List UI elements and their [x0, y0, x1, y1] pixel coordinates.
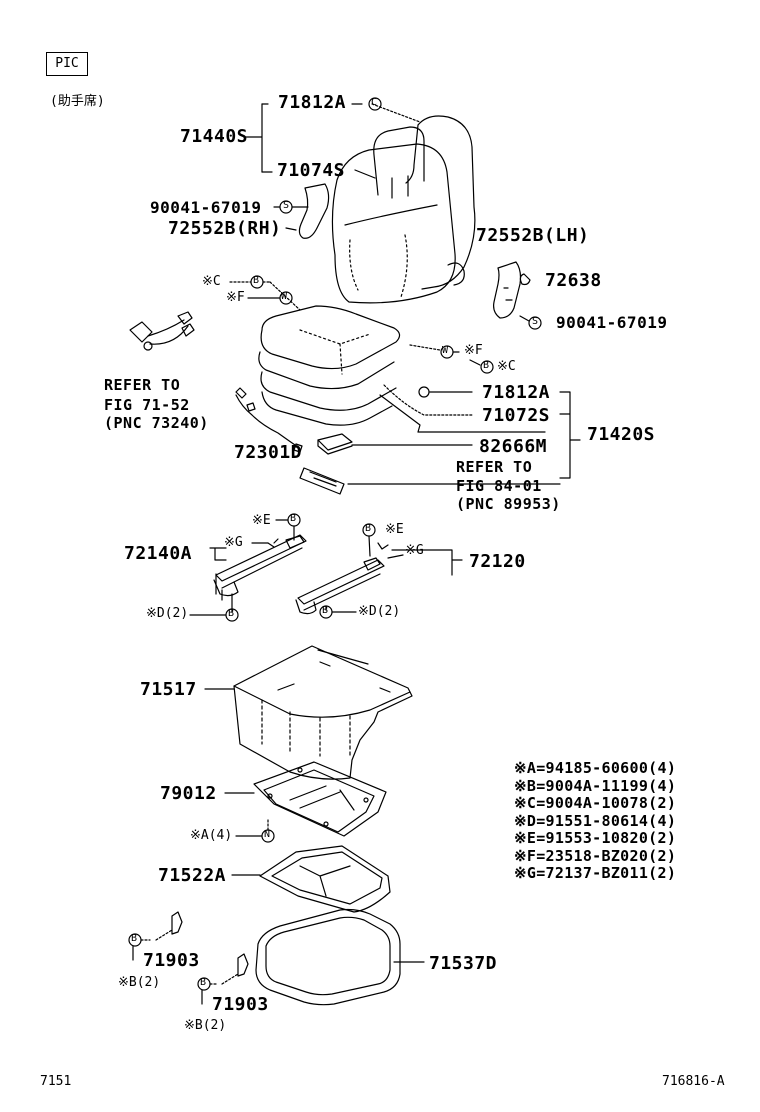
seat-side-note: (助手席) [50, 94, 105, 109]
callout-right-B: B [483, 360, 490, 371]
legend-item-F: ※F=23518-BZ020(2) [514, 846, 677, 865]
callout-right-F: ※F [464, 343, 483, 358]
part-label-71537D[interactable]: 71537D [429, 953, 498, 974]
part-label-71440S[interactable]: 71440S [180, 126, 249, 147]
part-label-71517[interactable]: 71517 [140, 679, 197, 700]
callout-top-C: ※C [202, 274, 221, 289]
callout-circle-C: C [371, 97, 378, 108]
part-label-72301D[interactable]: 72301D [234, 442, 303, 463]
part-label-71903-a[interactable]: 71903 [143, 950, 200, 971]
callout-right-W: W [442, 345, 449, 356]
legend-item-A: ※A=94185-60600(4) [514, 759, 677, 777]
callout-clip1-note: ※B(2) [118, 975, 161, 990]
legend-item-B: ※B=9004A-11199(4) [514, 776, 677, 795]
pic-badge: PIC [46, 52, 88, 76]
part-label-90041-left[interactable]: 90041-67019 [150, 198, 262, 217]
bracket-plate-drawing [253, 761, 387, 837]
legend-item-D: ※D=91551-80614(4) [514, 811, 677, 830]
callout-rail-right-D: ※D(2) [358, 604, 401, 619]
callout-rail-right-B-bottom: B [322, 605, 329, 616]
part-label-71420S[interactable]: 71420S [587, 424, 656, 445]
cushion-pad-drawing [233, 645, 413, 780]
refer-left-line-2[interactable]: FIG 71-52 [104, 396, 190, 414]
part-label-71812A-mid[interactable]: 71812A [482, 382, 551, 403]
seat-cushion-drawing [258, 305, 401, 426]
part-label-72552B-LH[interactable]: 72552B(LH) [476, 225, 590, 246]
part-label-72140A[interactable]: 72140A [124, 543, 193, 564]
seat-plate-drawing [259, 845, 391, 913]
callout-circle-S-right: S [532, 316, 539, 327]
callout-rail-right-E: ※E [385, 522, 404, 537]
callout-circle-S-left: S [283, 200, 290, 211]
part-label-71074S[interactable]: 71074S [277, 160, 346, 181]
callout-rail-right-B-top: B [365, 523, 372, 534]
part-label-71072S[interactable]: 71072S [482, 405, 551, 426]
part-label-71522A[interactable]: 71522A [158, 865, 227, 886]
callout-clip1-B: B [131, 933, 138, 944]
callout-bracket-N: N [264, 829, 271, 840]
page-code: 7151 [40, 1074, 72, 1089]
callout-clip2-B: B [200, 977, 207, 988]
legend-item-C: ※C=9004A-10078(2) [514, 794, 677, 812]
part-label-72638[interactable]: 72638 [545, 270, 602, 291]
part-label-72552B-RH[interactable]: 72552B(RH) [168, 218, 282, 239]
legend-item-G: ※G=72137-BZ011(2) [514, 864, 677, 882]
refer-left-line-3[interactable]: (PNC 73240) [104, 414, 209, 432]
callout-top-B: B [253, 275, 260, 286]
callout-top-F: ※F [226, 290, 245, 305]
part-label-79012[interactable]: 79012 [160, 783, 217, 804]
callout-rail-left-B-top: B [290, 513, 297, 524]
refer-left-line-1[interactable]: REFER TO [104, 376, 181, 394]
refer-right-line-1[interactable]: REFER TO [456, 458, 533, 476]
frame-wire-drawing [255, 908, 401, 1006]
callout-rail-left-G: ※G [224, 535, 243, 550]
callout-top-W: W [281, 291, 288, 302]
refer-right-line-3[interactable]: (PNC 89953) [456, 495, 561, 513]
seat-back-drawing [331, 115, 476, 304]
callout-bracket-A: ※A(4) [190, 828, 233, 843]
legend-item-E: ※E=91553-10820(2) [514, 829, 677, 847]
part-label-71812A-top[interactable]: 71812A [278, 92, 347, 113]
callout-rail-right-G: ※G [405, 543, 424, 558]
part-label-71903-b[interactable]: 71903 [212, 994, 269, 1015]
callout-rail-left-E: ※E [252, 513, 271, 528]
refer-right-line-2[interactable]: FIG 84-01 [456, 477, 542, 495]
callout-right-C: ※C [497, 359, 516, 374]
callout-rail-left-D: ※D(2) [146, 606, 189, 621]
fastener-legend: ※A=94185-60600(4) ※B=9004A-11199(4) ※C=9… [514, 759, 677, 883]
callout-clip2-note: ※B(2) [184, 1018, 227, 1033]
part-label-72120[interactable]: 72120 [469, 551, 526, 572]
part-label-90041-right[interactable]: 90041-67019 [556, 313, 668, 332]
figure-code: 716816-A [662, 1074, 725, 1089]
part-label-82666M[interactable]: 82666M [479, 436, 548, 457]
callout-rail-left-B-bottom: B [228, 608, 235, 619]
